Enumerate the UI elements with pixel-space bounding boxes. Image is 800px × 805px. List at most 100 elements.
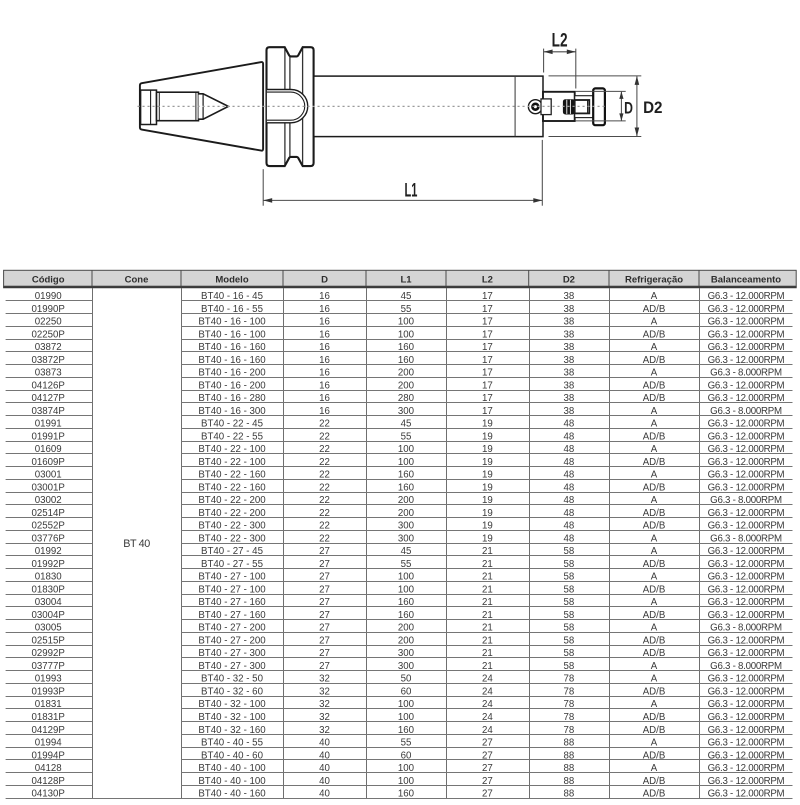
svg-text:D2: D2 [563,275,575,286]
svg-text:BT40 - 32 - 100: BT40 - 32 - 100 [198,699,266,710]
svg-text:01991: 01991 [35,419,62,430]
svg-text:17: 17 [482,380,493,391]
svg-text:19: 19 [482,521,493,532]
svg-text:BT40 - 40 - 60: BT40 - 40 - 60 [201,750,264,761]
svg-text:200: 200 [398,623,415,634]
svg-text:88: 88 [564,750,575,761]
svg-text:160: 160 [398,342,415,353]
svg-text:19: 19 [482,457,493,468]
svg-text:AD/B: AD/B [643,648,666,659]
svg-text:40: 40 [319,763,330,774]
svg-text:17: 17 [482,304,493,315]
svg-text:300: 300 [398,406,415,417]
svg-text:BT40 - 22 - 100: BT40 - 22 - 100 [198,444,266,455]
svg-text:01992P: 01992P [31,559,64,570]
svg-text:03874P: 03874P [31,406,64,417]
svg-text:21: 21 [482,661,493,672]
svg-text:G6.3 - 12.000RPM: G6.3 - 12.000RPM [708,584,785,595]
svg-text:22: 22 [319,521,330,532]
svg-text:27: 27 [319,584,330,595]
svg-text:A: A [651,342,658,353]
svg-text:32: 32 [319,686,330,697]
svg-text:32: 32 [319,674,330,685]
svg-text:38: 38 [564,291,575,302]
svg-text:200: 200 [398,495,415,506]
svg-text:48: 48 [564,431,575,442]
svg-text:01993P: 01993P [31,686,64,697]
svg-text:Código: Código [32,275,65,286]
svg-text:A: A [651,533,658,544]
svg-text:BT40 - 40 - 100: BT40 - 40 - 100 [198,763,266,774]
svg-text:16: 16 [319,342,330,353]
svg-text:AD/B: AD/B [643,329,666,340]
svg-text:BT40 - 22 - 45: BT40 - 22 - 45 [201,419,263,430]
svg-text:38: 38 [564,393,575,404]
svg-text:BT40 - 16 - 55: BT40 - 16 - 55 [201,304,263,315]
svg-text:21: 21 [482,635,493,646]
svg-text:160: 160 [398,470,415,481]
svg-text:01990: 01990 [35,291,63,302]
svg-text:48: 48 [564,470,575,481]
svg-text:16: 16 [319,304,330,315]
svg-text:G6.3 - 12.000RPM: G6.3 - 12.000RPM [708,329,785,340]
svg-text:G6.3 - 12.000RPM: G6.3 - 12.000RPM [708,776,785,787]
svg-text:27: 27 [482,789,493,800]
svg-text:G6.3 - 12.000RPM: G6.3 - 12.000RPM [708,317,785,328]
svg-text:100: 100 [398,444,415,455]
svg-text:19: 19 [482,533,493,544]
svg-text:G6.3 - 12.000RPM: G6.3 - 12.000RPM [708,355,785,366]
svg-text:G6.3 - 12.000RPM: G6.3 - 12.000RPM [708,789,785,800]
svg-text:BT40 - 16 - 300: BT40 - 16 - 300 [198,406,266,417]
svg-text:19: 19 [482,431,493,442]
svg-text:BT40 - 22 - 200: BT40 - 22 - 200 [198,495,266,506]
svg-text:01994: 01994 [35,738,63,749]
svg-text:G6.3 - 12.000RPM: G6.3 - 12.000RPM [708,674,785,685]
svg-text:27: 27 [319,572,330,583]
svg-text:17: 17 [482,342,493,353]
svg-text:02515P: 02515P [31,635,64,646]
svg-text:AD/B: AD/B [643,559,666,570]
svg-text:78: 78 [564,686,575,697]
svg-text:04128: 04128 [35,763,62,774]
svg-text:BT40 - 16 - 280: BT40 - 16 - 280 [198,393,266,404]
svg-text:AD/B: AD/B [643,521,666,532]
svg-text:17: 17 [482,393,493,404]
svg-text:48: 48 [564,444,575,455]
svg-text:16: 16 [319,317,330,328]
svg-text:160: 160 [398,482,415,493]
svg-text:55: 55 [401,304,412,315]
svg-text:AD/B: AD/B [643,393,666,404]
svg-text:88: 88 [564,763,575,774]
svg-text:G6.3 - 8.000RPM: G6.3 - 8.000RPM [710,661,782,672]
svg-text:01994P: 01994P [31,750,64,761]
svg-text:Modelo: Modelo [215,275,248,286]
svg-text:58: 58 [564,661,575,672]
svg-text:280: 280 [398,393,415,404]
svg-text:02992P: 02992P [31,648,64,659]
svg-text:27: 27 [319,559,330,570]
svg-text:24: 24 [482,712,493,723]
svg-text:100: 100 [398,712,415,723]
svg-text:100: 100 [398,699,415,710]
svg-text:AD/B: AD/B [643,457,666,468]
svg-text:16: 16 [319,368,330,379]
svg-text:50: 50 [401,674,412,685]
svg-text:16: 16 [319,355,330,366]
svg-text:G6.3 - 12.000RPM: G6.3 - 12.000RPM [708,712,785,723]
svg-text:03004: 03004 [35,597,63,608]
svg-text:03001: 03001 [35,470,62,481]
svg-text:BT40 - 22 - 160: BT40 - 22 - 160 [198,470,266,481]
svg-text:300: 300 [398,533,415,544]
svg-text:G6.3 - 12.000RPM: G6.3 - 12.000RPM [708,304,785,315]
svg-text:04129P: 04129P [31,725,64,736]
svg-text:G6.3 - 8.000RPM: G6.3 - 8.000RPM [710,406,782,417]
svg-text:78: 78 [564,699,575,710]
svg-text:21: 21 [482,610,493,621]
svg-text:22: 22 [319,495,330,506]
svg-text:48: 48 [564,419,575,430]
svg-text:AD/B: AD/B [643,304,666,315]
svg-text:58: 58 [564,559,575,570]
svg-text:Refrigeração: Refrigeração [625,275,683,286]
svg-text:03873: 03873 [35,368,62,379]
svg-text:45: 45 [401,291,412,302]
